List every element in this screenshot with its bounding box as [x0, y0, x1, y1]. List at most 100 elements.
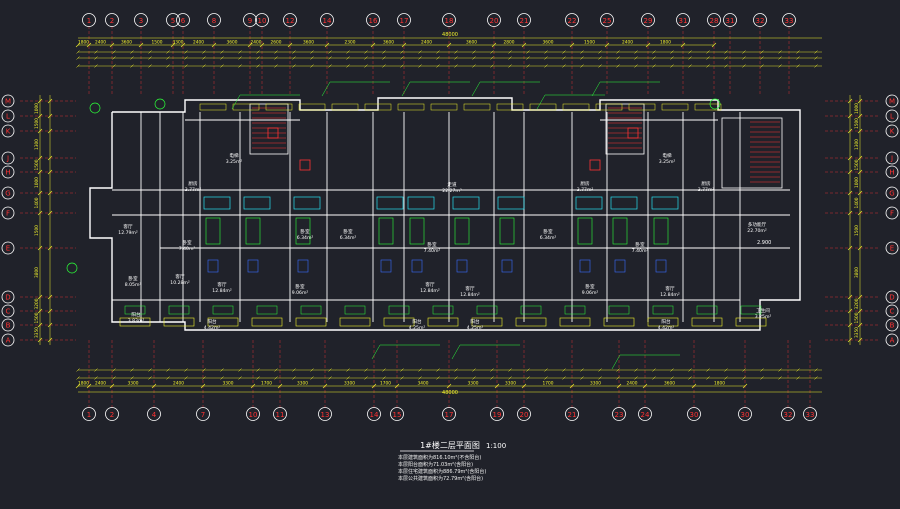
dimension-label: 2400 [95, 40, 106, 46]
dimension-label: 2400 [421, 40, 432, 46]
dimension-tick [364, 368, 368, 372]
dimension-tick [857, 337, 863, 343]
dimension-tick [490, 368, 494, 372]
dimension-tick [138, 42, 144, 48]
dimension-tick [526, 376, 530, 380]
axis-bubble [676, 13, 690, 27]
area-note: 本层阳台面积为71.03m²(含阳台) [398, 462, 474, 468]
dimension-tick [418, 64, 422, 68]
wardrobe [295, 217, 311, 245]
bathroom-fixture [452, 196, 480, 210]
window [529, 103, 557, 111]
dimension-tick [166, 56, 170, 60]
room-name: 卧室 [635, 241, 645, 248]
dimension-tick [47, 308, 53, 314]
dimension-tick [521, 383, 527, 389]
dimension-tick [238, 50, 242, 54]
window [339, 317, 371, 327]
axis-label: G [889, 190, 894, 198]
room-name: 阳台 [470, 318, 480, 325]
dimension-tick [436, 64, 440, 68]
window [430, 103, 458, 111]
dimension-tick [346, 376, 350, 380]
axis-bubble [255, 13, 269, 27]
axis-bubble [487, 13, 501, 27]
dimension-tick [310, 56, 314, 60]
room-name: 卫生间 [756, 307, 770, 314]
window [694, 103, 722, 111]
dimension-label: 1800 [78, 40, 89, 46]
axis-bubble [134, 13, 148, 27]
axis-label: C [6, 308, 11, 316]
dimension-tick [857, 322, 863, 328]
dimension-tick [94, 376, 98, 380]
leader-line [471, 81, 481, 97]
axis-bubble [246, 407, 260, 421]
dimension-tick [220, 368, 224, 372]
window [298, 103, 326, 111]
bathroom-fixture [407, 196, 435, 210]
axis-label: 2 [110, 411, 114, 419]
dimension-label: 3300 [468, 381, 479, 387]
room-area: 7.40m² [632, 248, 649, 254]
window [364, 103, 392, 111]
dimension-label: 3350 [854, 327, 860, 338]
dimension-tick [569, 383, 575, 389]
dimension-tick [274, 56, 278, 60]
axis-label: 22 [568, 17, 577, 25]
room-name: 卧室 [182, 239, 192, 246]
dimension-label: 2600 [271, 40, 282, 46]
dimension-tick [598, 368, 602, 372]
dimension-tick [256, 376, 260, 380]
dimension-tick [382, 50, 386, 54]
axis-label: 30 [690, 411, 699, 419]
dimension-label: 3600 [466, 40, 477, 46]
window [735, 317, 767, 327]
axis-label: 1 [87, 17, 91, 25]
room-name: 客厅 [123, 223, 133, 230]
axis-bubble [176, 13, 190, 27]
axis-label: J [6, 155, 9, 163]
window [383, 317, 415, 327]
dimension-tick [346, 64, 350, 68]
dimension-label: 1500 [854, 225, 860, 236]
axis-label: 17 [400, 17, 409, 25]
dimension-label: 1700 [261, 381, 272, 387]
window [595, 103, 623, 111]
dimension-tick [76, 376, 80, 380]
dimension-label: 3600 [383, 40, 394, 46]
dimension-tick [634, 56, 638, 60]
dimension-tick [562, 64, 566, 68]
room-area: 12.84m² [420, 288, 440, 294]
dimension-tick [688, 56, 692, 60]
dimension-tick [238, 56, 242, 60]
dimension-tick [598, 50, 602, 54]
dimension-tick [562, 50, 566, 54]
dimension-tick [310, 64, 314, 68]
dimension-tick [436, 376, 440, 380]
dimension-tick [328, 56, 332, 60]
dimension-tick [680, 42, 686, 48]
dimension-label: 1300 [854, 139, 860, 150]
balcony-rail [608, 305, 630, 315]
leader-line [591, 81, 601, 97]
exterior-wall [89, 97, 801, 331]
room-name: 卧室 [300, 228, 310, 235]
dimension-tick [857, 210, 863, 216]
dimension-tick [37, 98, 43, 104]
room-area: 3.25m² [659, 159, 676, 165]
dimension-tick [742, 64, 746, 68]
axis-label: 3 [139, 17, 143, 25]
dimension-tick [526, 368, 530, 372]
balcony-rail [300, 305, 322, 315]
dimension-tick [322, 383, 328, 389]
dimension-tick [418, 368, 422, 372]
dimension-tick [94, 56, 98, 60]
axis-bubble [803, 407, 817, 421]
dimension-tick [401, 42, 407, 48]
dimension-tick [652, 50, 656, 54]
window [661, 103, 689, 111]
wardrobe [653, 217, 669, 245]
dimension-tick [742, 56, 746, 60]
room-area: 4.25m² [467, 325, 484, 331]
